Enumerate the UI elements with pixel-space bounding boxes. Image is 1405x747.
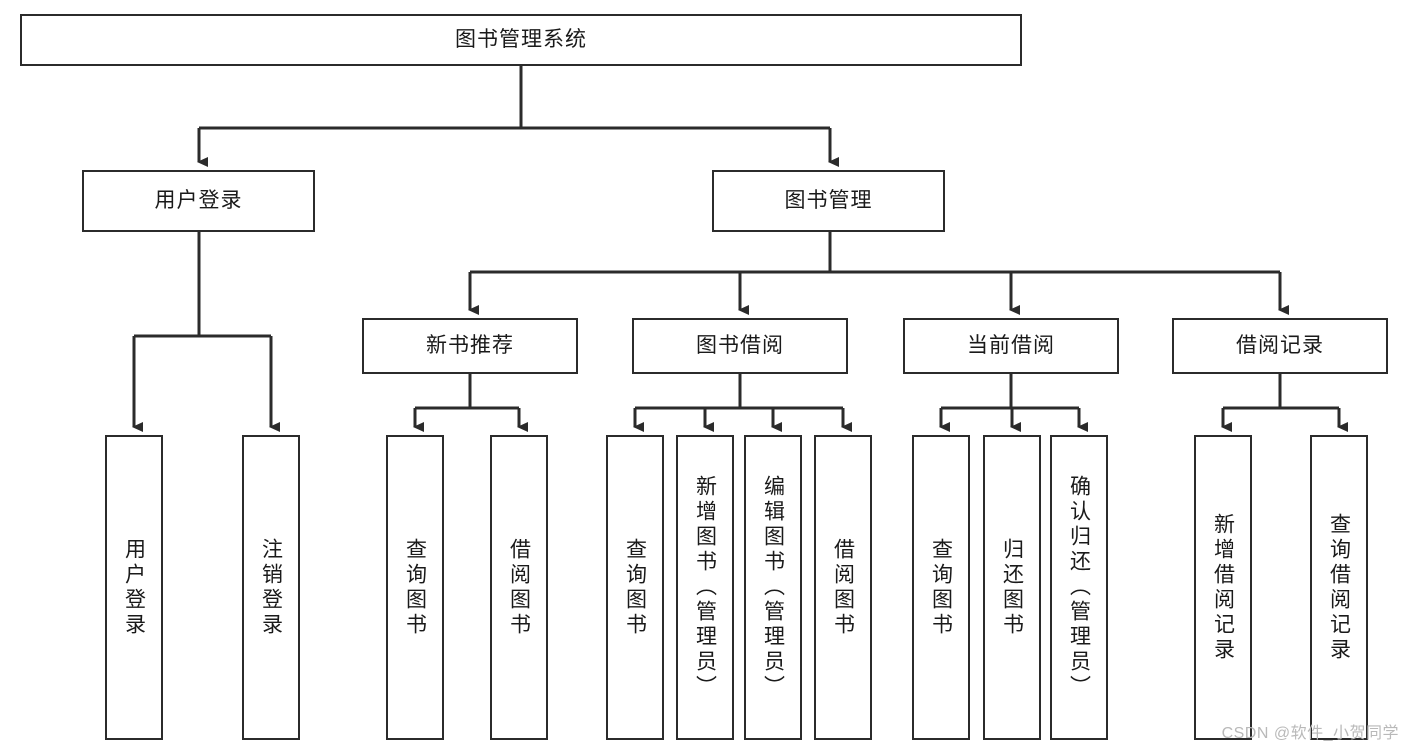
node-label: 图书借阅 <box>696 333 784 357</box>
node-leaf-confirm-return-admin[interactable]: 确认归还（管理员） <box>1050 435 1108 740</box>
node-leaf-borrow-book-1[interactable]: 借阅图书 <box>490 435 548 740</box>
node-label: 查询图书 <box>929 537 953 638</box>
node-label: 编辑图书（管理员） <box>761 475 785 700</box>
node-leaf-edit-book-admin[interactable]: 编辑图书（管理员） <box>744 435 802 740</box>
node-label: 新增借阅记录 <box>1211 512 1235 663</box>
node-leaf-add-borrow-record[interactable]: 新增借阅记录 <box>1194 435 1252 740</box>
node-book-management[interactable]: 图书管理 <box>712 170 945 232</box>
node-label: 归还图书 <box>1000 537 1024 638</box>
node-label: 图书管理系统 <box>455 27 587 51</box>
node-leaf-borrow-book-2[interactable]: 借阅图书 <box>814 435 872 740</box>
node-label: 图书管理 <box>784 188 873 212</box>
node-label: 借阅记录 <box>1236 333 1324 357</box>
node-label: 用户登录 <box>154 188 243 212</box>
node-leaf-query-book-3[interactable]: 查询图书 <box>912 435 970 740</box>
node-book-borrow[interactable]: 图书借阅 <box>632 318 848 374</box>
node-label: 注销登录 <box>259 537 283 638</box>
node-current-borrow[interactable]: 当前借阅 <box>903 318 1119 374</box>
node-label: 查询图书 <box>403 537 427 638</box>
node-leaf-return-book[interactable]: 归还图书 <box>983 435 1041 740</box>
node-label: 当前借阅 <box>967 333 1055 357</box>
node-user-login[interactable]: 用户登录 <box>82 170 315 232</box>
node-label: 借阅图书 <box>507 537 531 638</box>
node-label: 查询借阅记录 <box>1327 512 1351 663</box>
node-root-system[interactable]: 图书管理系统 <box>20 14 1022 66</box>
watermark-text: CSDN @软件_小贺同学 <box>1221 725 1399 742</box>
node-leaf-add-book-admin[interactable]: 新增图书（管理员） <box>676 435 734 740</box>
node-label: 确认归还（管理员） <box>1067 475 1091 700</box>
node-leaf-query-book-1[interactable]: 查询图书 <box>386 435 444 740</box>
node-leaf-query-borrow-record[interactable]: 查询借阅记录 <box>1310 435 1368 740</box>
node-leaf-query-book-2[interactable]: 查询图书 <box>606 435 664 740</box>
node-label: 借阅图书 <box>831 537 855 638</box>
node-label: 用户登录 <box>122 537 146 638</box>
node-leaf-user-login[interactable]: 用户登录 <box>105 435 163 740</box>
node-label: 查询图书 <box>623 537 647 638</box>
node-label: 新增图书（管理员） <box>693 475 717 700</box>
node-new-book-recommend[interactable]: 新书推荐 <box>362 318 578 374</box>
node-leaf-logout-login[interactable]: 注销登录 <box>242 435 300 740</box>
node-borrow-record[interactable]: 借阅记录 <box>1172 318 1388 374</box>
node-label: 新书推荐 <box>426 333 514 357</box>
